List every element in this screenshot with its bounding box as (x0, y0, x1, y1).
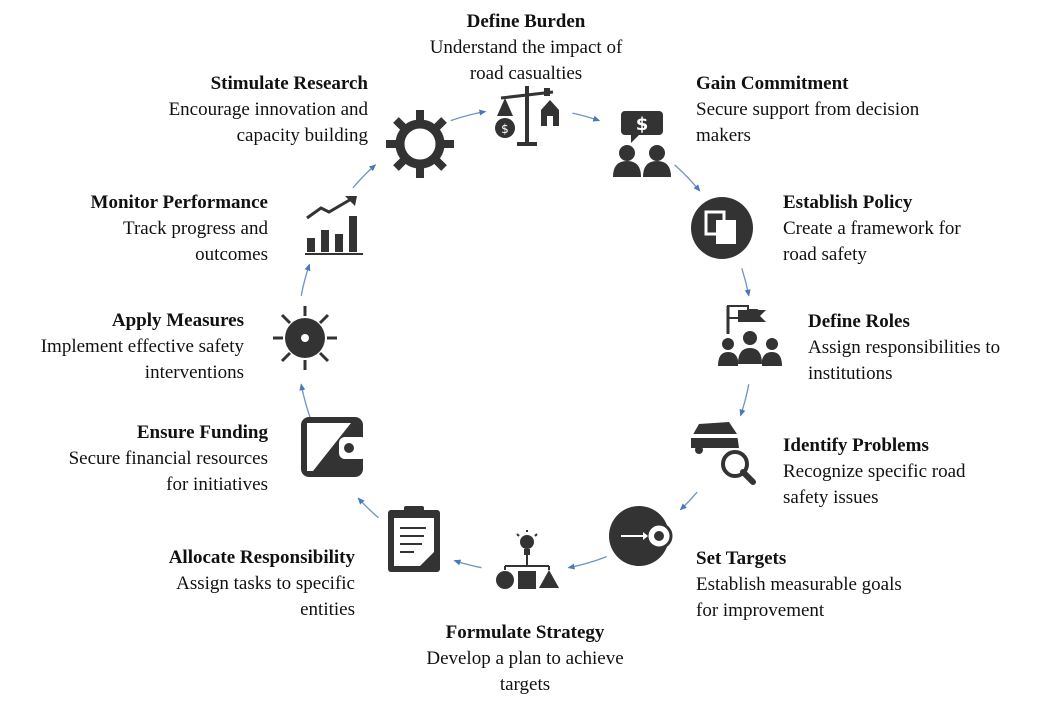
step-title: Define Burden (466, 11, 586, 32)
step-monitor-performance: Monitor Performance Track progress and o… (28, 190, 268, 268)
step-apply-measures: Apply Measures Implement effective safet… (4, 308, 244, 386)
cycle-arrow (453, 559, 482, 569)
step-title: Define Roles (808, 311, 910, 332)
cycle-arrow (352, 164, 377, 189)
step-set-targets: Set Targets Establish measurable goals f… (696, 546, 966, 624)
speech-people-icon: $ (605, 105, 685, 185)
step-title: Allocate Responsibility (168, 547, 355, 568)
cycle-arrow (300, 263, 311, 296)
step-description: Encourage innovation and capacity buildi… (168, 99, 368, 146)
scales-icon: $ (487, 76, 567, 156)
growth-chart-icon (295, 186, 375, 266)
step-description: Assign responsibilities to institutions (808, 337, 1001, 384)
step-establish-policy: Establish Policy Create a framework for … (783, 190, 1023, 268)
cycle-arrow (679, 491, 698, 511)
step-allocate-responsibility: Allocate Responsibility Assign tasks to … (95, 545, 355, 623)
cycle-arrows (299, 109, 751, 570)
cycle-arrow (674, 164, 701, 192)
step-title: Establish Policy (783, 192, 913, 213)
cycle-arrow (567, 555, 607, 570)
step-title: Set Targets (696, 548, 787, 569)
step-formulate-strategy: Formulate Strategy Develop a plan to ach… (390, 620, 660, 698)
step-description: Secure financial resources for initiativ… (68, 448, 268, 495)
car-search-icon (685, 408, 765, 488)
step-description: Recognize specific road safety issues (783, 461, 966, 508)
step-description: Establish measurable goals for improveme… (696, 574, 902, 621)
step-title: Stimulate Research (210, 73, 368, 94)
strategy-shapes-icon (487, 526, 567, 606)
cycle-arrow (741, 268, 751, 297)
team-flag-icon (710, 300, 790, 380)
step-title: Gain Commitment (696, 73, 849, 94)
step-identify-problems: Identify Problems Recognize specific roa… (783, 433, 1023, 511)
svg-text:$: $ (636, 114, 649, 135)
step-description: Create a framework for road safety (783, 218, 961, 265)
cycle-arrow (572, 112, 601, 122)
svg-text:$: $ (501, 122, 509, 136)
step-description: Track progress and outcomes (123, 218, 268, 265)
step-description: Understand the impact of road casualties (429, 37, 623, 84)
step-title: Formulate Strategy (445, 622, 605, 643)
step-description: Assign tasks to specific entities (176, 573, 355, 620)
virus-target-icon (265, 298, 345, 378)
gear-icon (380, 104, 460, 184)
step-description: Secure support from decision makers (696, 99, 920, 146)
step-title: Apply Measures (111, 310, 244, 331)
step-gain-commitment: Gain Commitment Secure support from deci… (696, 71, 976, 149)
cycle-arrow (739, 384, 750, 417)
step-description: Implement effective safety interventions (40, 336, 244, 383)
step-define-burden: Define Burden Understand the impact of r… (400, 9, 652, 87)
step-title: Ensure Funding (136, 422, 268, 443)
step-title: Identify Problems (783, 435, 929, 456)
step-stimulate-research: Stimulate Research Encourage innovation … (108, 71, 368, 149)
clipboard-icon (374, 500, 454, 580)
step-description: Develop a plan to achieve targets (426, 648, 624, 695)
documents-icon (682, 188, 762, 268)
cycle-arrow (450, 109, 487, 122)
step-define-roles: Define Roles Assign responsibilities to … (808, 309, 1048, 387)
target-arrow-icon (603, 496, 683, 576)
step-ensure-funding: Ensure Funding Secure financial resource… (8, 420, 268, 498)
step-title: Monitor Performance (90, 192, 268, 213)
wallet-icon (293, 407, 373, 487)
cycle-arrow (357, 497, 379, 519)
